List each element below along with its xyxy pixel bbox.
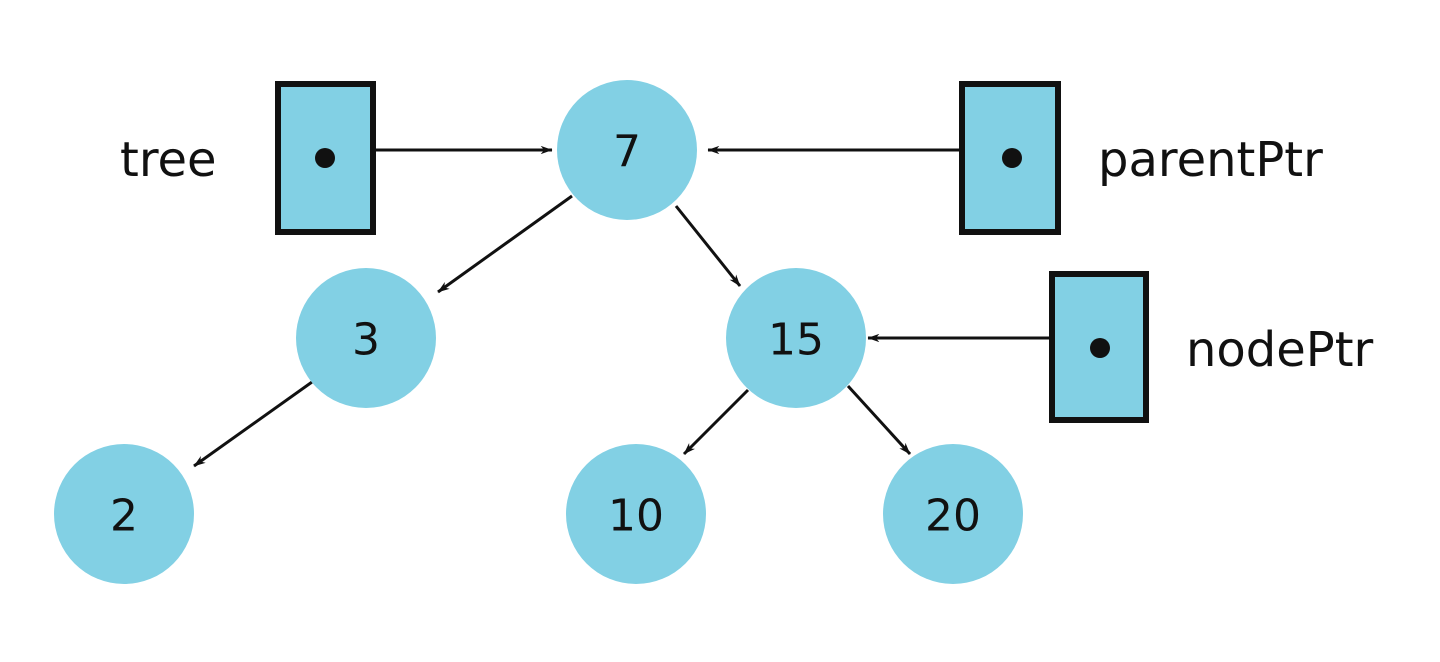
- pointer-label: nodePtr: [1186, 322, 1374, 378]
- pointer-dot: [315, 148, 335, 168]
- pointer-dot: [1090, 338, 1110, 358]
- edge-7-to-3: [437, 194, 573, 294]
- tree-node-20: 20: [883, 444, 1023, 584]
- tree-node-7: 7: [557, 80, 697, 220]
- node-value: 7: [613, 127, 641, 178]
- pointer-dot: [1002, 148, 1022, 168]
- edge-3-to-2: [193, 380, 313, 468]
- tree-edges: [193, 194, 912, 468]
- pointer-tree: tree: [120, 81, 376, 235]
- tree-node-2: 2: [54, 444, 194, 584]
- node-value: 20: [925, 491, 981, 542]
- edge-7-to-15: [674, 205, 742, 287]
- pointer-parentPtr: parentPtr: [959, 81, 1323, 235]
- pointer-label: tree: [120, 132, 217, 188]
- tree-node-15: 15: [726, 268, 866, 408]
- edge-15-to-10: [682, 388, 750, 456]
- pointer-nodePtr: nodePtr: [1049, 271, 1374, 423]
- node-value: 2: [110, 491, 138, 542]
- tree-node-3: 3: [296, 268, 436, 408]
- pointer-arrows: [374, 145, 1052, 343]
- pointer-label: parentPtr: [1098, 132, 1323, 188]
- node-value: 10: [608, 491, 664, 542]
- node-value: 3: [352, 315, 380, 366]
- tree-node-10: 10: [566, 444, 706, 584]
- edge-15-to-20: [846, 384, 912, 456]
- node-value: 15: [768, 315, 824, 366]
